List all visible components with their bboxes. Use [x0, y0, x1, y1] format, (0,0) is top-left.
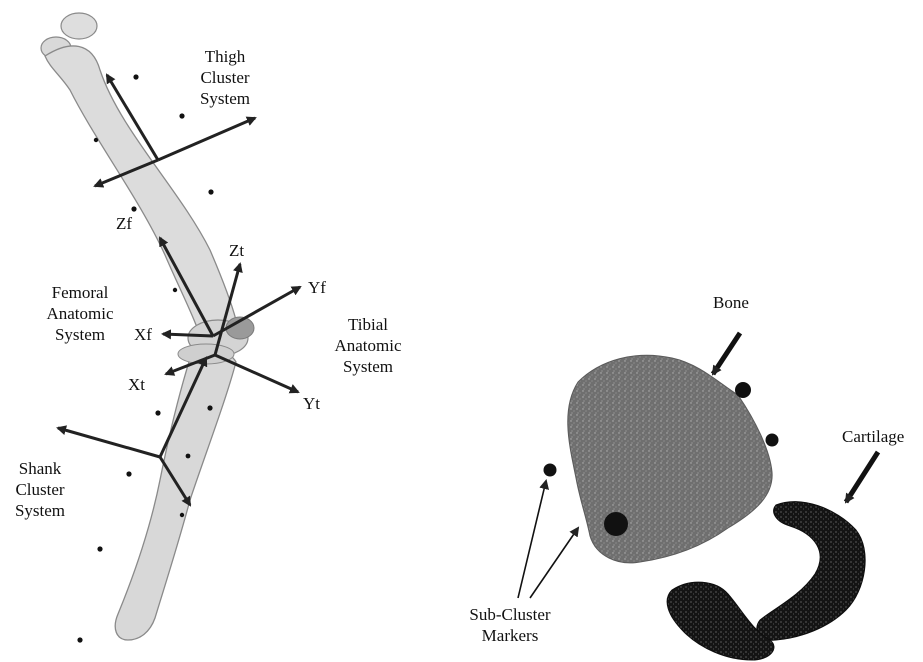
axis-yf-label: Yf: [308, 278, 326, 298]
femoral-anatomic-line3: System: [30, 324, 130, 345]
cartilage-label: Cartilage: [842, 426, 904, 447]
axis-xt-label: Xt: [128, 375, 145, 395]
tibial-anatomic-line1: Tibial: [318, 314, 418, 335]
bone-label: Bone: [713, 292, 749, 313]
axis-zt-label: Zt: [229, 241, 244, 261]
shank-cluster-line3: System: [0, 500, 80, 521]
sub-cluster-line2: Markers: [455, 625, 565, 646]
axis-yt-label: Yt: [303, 394, 320, 414]
thigh-cluster-label: Thigh Cluster System: [185, 46, 265, 109]
shank-cluster-line1: Shank: [0, 458, 80, 479]
thigh-cluster-line2: Cluster: [185, 67, 265, 88]
tibial-anatomic-line2: Anatomic: [318, 335, 418, 356]
shank-cluster-label: Shank Cluster System: [0, 458, 80, 521]
sub-cluster-markers-label: Sub-Cluster Markers: [455, 604, 565, 646]
femoral-anatomic-line2: Anatomic: [30, 303, 130, 324]
shank-cluster-line2: Cluster: [0, 479, 80, 500]
axis-zf-label: Zf: [116, 214, 132, 234]
axis-xf-label: Xf: [134, 325, 152, 345]
femoral-anatomic-line1: Femoral: [30, 282, 130, 303]
tibial-anatomic-line3: System: [318, 356, 418, 377]
thigh-cluster-line1: Thigh: [185, 46, 265, 67]
femoral-anatomic-label: Femoral Anatomic System: [30, 282, 130, 345]
thigh-cluster-line3: System: [185, 88, 265, 109]
tibial-anatomic-label: Tibial Anatomic System: [318, 314, 418, 377]
sub-cluster-line1: Sub-Cluster: [455, 604, 565, 625]
